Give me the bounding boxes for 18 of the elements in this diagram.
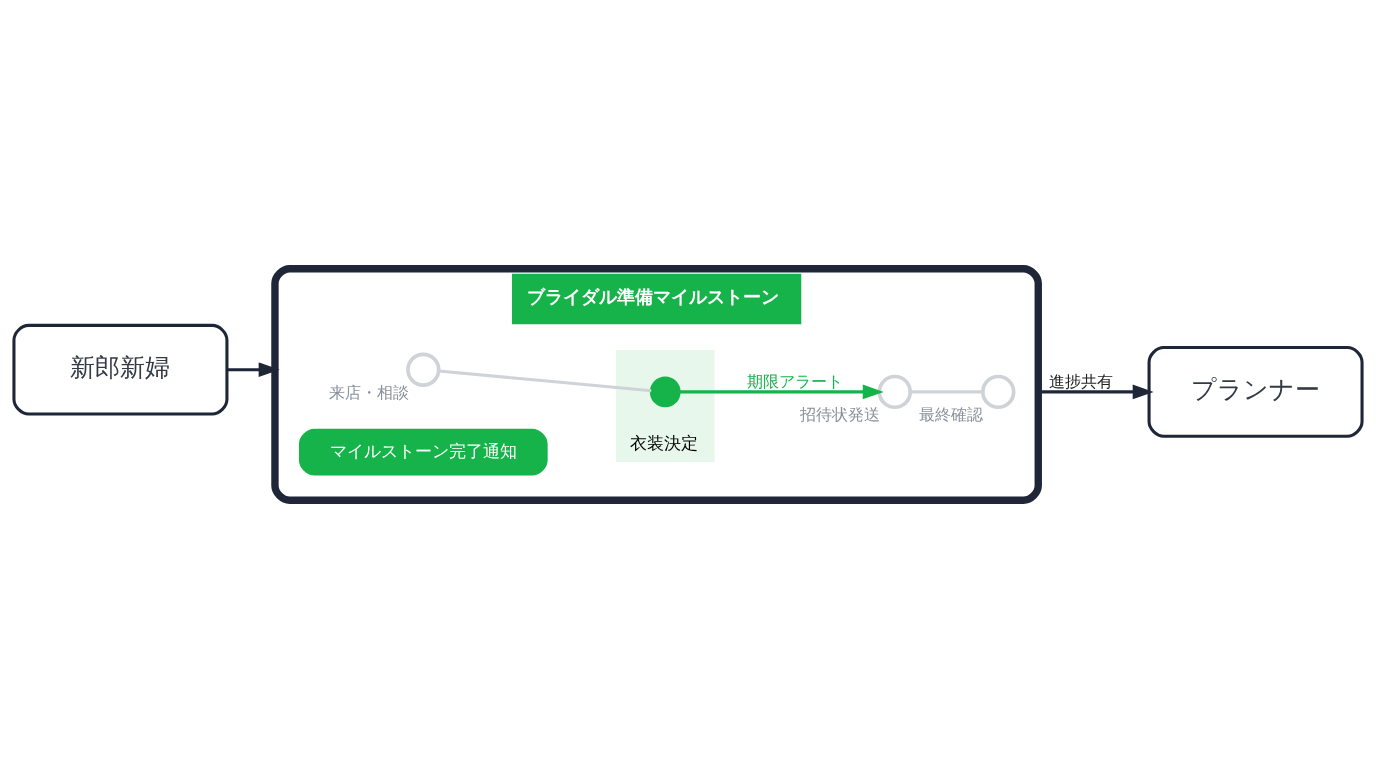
node-box: マイルストーン完了通知 bbox=[298, 428, 548, 476]
node-circle bbox=[877, 374, 913, 409]
node-circle bbox=[649, 376, 681, 407]
edge-label: 期限アラート bbox=[747, 371, 844, 391]
node-label: 最終確認 bbox=[918, 404, 983, 424]
arrow bbox=[1038, 384, 1154, 399]
connector bbox=[438, 369, 652, 392]
arrow bbox=[679, 384, 884, 399]
node-box: プランナー bbox=[1147, 345, 1364, 438]
connector bbox=[910, 389, 983, 393]
node-label: 招待状発送 bbox=[800, 404, 881, 424]
edge-label: 進捗共有 bbox=[1049, 371, 1114, 391]
node-box: 新郎新婦 bbox=[12, 323, 229, 416]
node-label: 来店・相談 bbox=[328, 382, 409, 402]
cluster: 衣装決定 bbox=[615, 349, 715, 462]
node-circle bbox=[406, 352, 441, 387]
arrow bbox=[227, 361, 280, 377]
node-circle bbox=[981, 374, 1016, 409]
